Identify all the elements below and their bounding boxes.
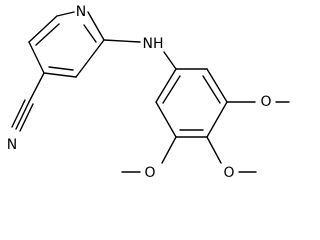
structure-canvas: N NH N O O O (7, 4, 290, 181)
bond-ar4-omid (206, 136, 222, 164)
bond-c5-c4 (28, 41, 45, 74)
bond-c2-nh (103, 39, 141, 43)
bond-ar3-ar4 (206, 101, 228, 138)
bond-ar6-ar1 (155, 68, 177, 103)
bond-cn-triple-3 (19, 103, 34, 132)
bond-c2-c2-inner (83, 24, 97, 43)
bond-c6-c5-inner (35, 23, 60, 46)
methoxy-top-oxygen-label: O (260, 94, 271, 110)
amine-label: NH (143, 36, 164, 52)
bond-ar2-ar3 (206, 68, 228, 103)
bond-c4-cn-carbon (28, 72, 45, 103)
bond-c3-c2 (75, 39, 105, 78)
nitrile-nitrogen-label: N (7, 137, 17, 153)
bond-c4-c3-inner (48, 66, 74, 71)
bond-cn-triple-2 (11, 99, 26, 128)
methoxy-bottom-oxygen-label: O (144, 165, 155, 181)
bond-c4-c3 (43, 72, 77, 78)
bond-cn-triple-1 (15, 101, 30, 130)
bond-ar6-ar1-inner (162, 75, 181, 104)
bond-ar5-obot (161, 136, 177, 164)
bond-c6-c5 (28, 15, 58, 43)
methoxy-middle-oxygen-label: O (223, 165, 234, 181)
molecule-drawing: N NH N O O O (7, 4, 290, 181)
bond-ringN-c6 (56, 11, 75, 17)
bond-ringN-c2 (87, 11, 105, 41)
bond-ar2-ar3-inner (202, 75, 221, 104)
bond-ar5-ar6 (155, 101, 177, 138)
ring-nitrogen-label: N (76, 4, 86, 20)
bond-nh-aryl (163, 51, 177, 70)
